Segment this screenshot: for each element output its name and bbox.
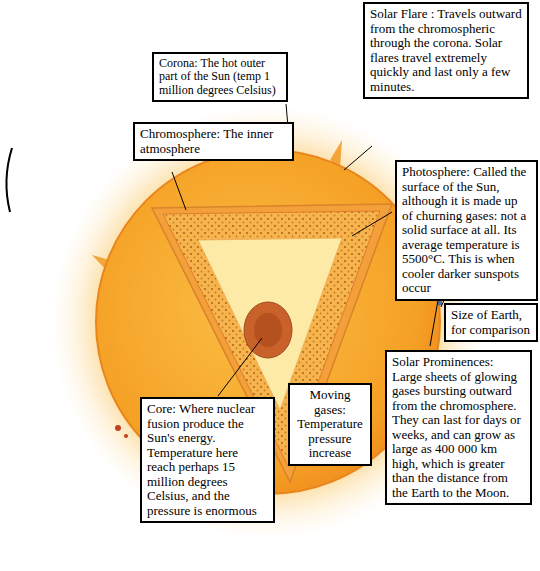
callout-text: Chromosphere: The inner atmosphere xyxy=(140,127,287,156)
callout-box: Solar Prominences: Large sheets of glowi… xyxy=(385,350,532,505)
pen-mark xyxy=(6,148,12,212)
core xyxy=(244,302,292,358)
callout-box: Size of Earth, for comparison xyxy=(444,303,538,342)
callout-text: Photosphere: Called the surface of the S… xyxy=(402,165,531,296)
callout-text: Corona: The hot outer part of the Sun (t… xyxy=(159,57,281,97)
callout-text: Solar Prominences: Large sheets of glowi… xyxy=(392,355,525,500)
callout-text: Core: Where nuclear fusion produce the S… xyxy=(147,402,268,518)
callout-text: Solar Flare : Travels outward from the c… xyxy=(370,7,522,94)
callout-text: Size of Earth, for comparison xyxy=(451,308,531,337)
callout-box: Solar Flare : Travels outward from the c… xyxy=(363,2,529,99)
callout-box: Photosphere: Called the surface of the S… xyxy=(395,160,538,301)
callout-box: Core: Where nuclear fusion produce the S… xyxy=(140,397,275,523)
callout-box: Corona: The hot outer part of the Sun (t… xyxy=(152,52,288,102)
callout-text: Moving gases: Temperature pressure incre… xyxy=(295,388,365,461)
callout-box: Chromosphere: The inner atmosphere xyxy=(133,122,294,161)
core-inner xyxy=(254,313,282,347)
callout-box: Moving gases: Temperature pressure incre… xyxy=(288,383,372,466)
